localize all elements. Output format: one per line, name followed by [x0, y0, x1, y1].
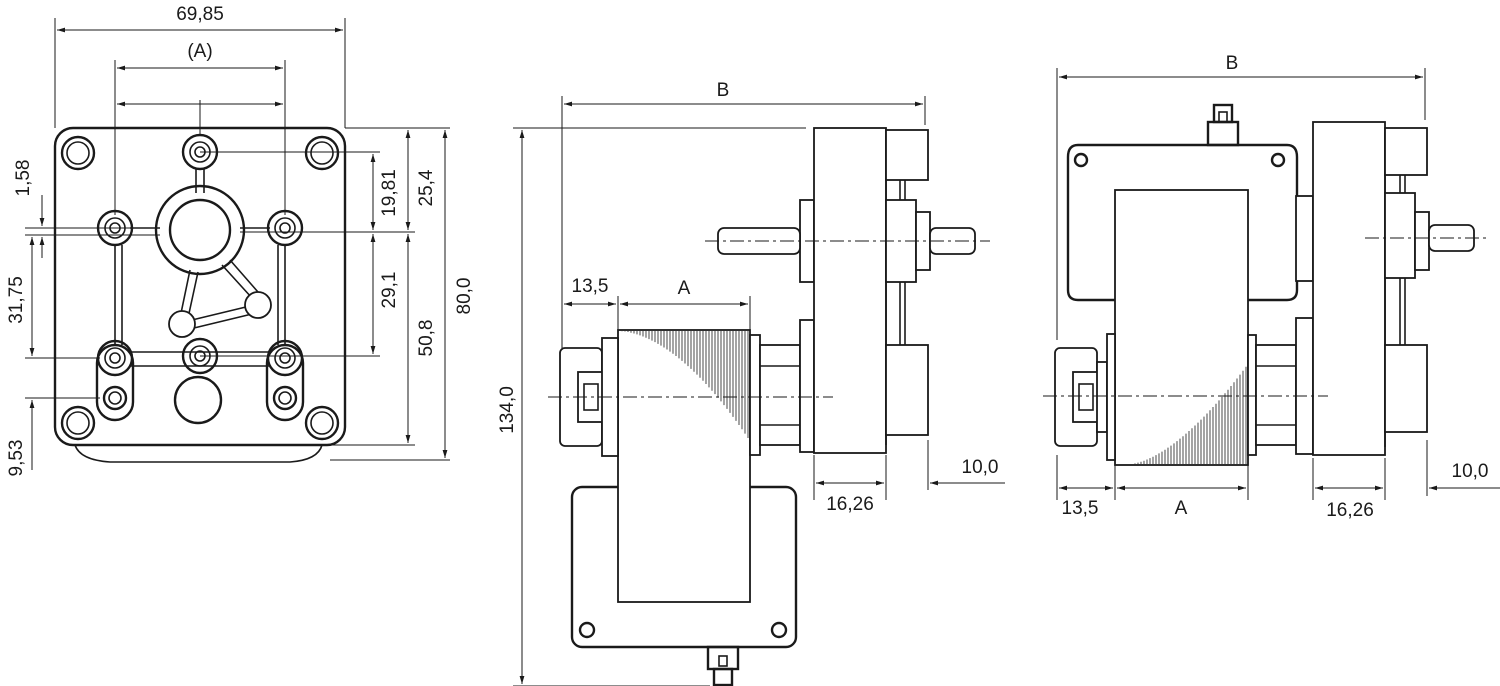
top-bracket [1066, 143, 1299, 302]
side-dim-height: 134,0 [497, 386, 518, 434]
front-view: 69,85 (A) 1,58 31,75 9,53 19,81 25,4 29,… [6, 4, 475, 476]
top-dim-length: B [1226, 53, 1239, 74]
side-dim-gear: 16,26 [826, 494, 874, 515]
side-coil-hatch [621, 331, 749, 439]
side-dim-offset: 13,5 [572, 276, 609, 297]
top-view: B 13,5 A 16,26 10,0 [1043, 53, 1500, 521]
top-coil [1114, 189, 1249, 466]
top-dim-shaft: 10,0 [1452, 461, 1489, 482]
top-dim-gear: 16,26 [1326, 500, 1374, 521]
dim-right-4: 50,8 [416, 320, 437, 357]
dim-right-2: 25,4 [416, 169, 437, 206]
front-dimension-lines [25, 18, 450, 470]
dim-right-1: 19,81 [379, 169, 400, 217]
dim-right-3: 29,1 [379, 272, 400, 309]
side-dim-shaft: 10,0 [962, 457, 999, 478]
side-gearbox [813, 127, 887, 454]
dim-left-3: 9,53 [6, 440, 27, 477]
dim-left-1: 1,58 [13, 160, 34, 197]
front-plate-lip [74, 444, 323, 463]
dim-overall-width: 69,85 [176, 4, 224, 25]
dim-hole-spacing: (A) [187, 41, 212, 62]
gear-frame [95, 133, 305, 425]
front-plate [53, 126, 347, 447]
top-gearbox [1312, 121, 1386, 456]
top-dim-offset: 13,5 [1062, 498, 1099, 519]
dim-left-2: 31,75 [6, 276, 27, 324]
top-dim-coil: A [1175, 498, 1188, 519]
side-coil [617, 329, 751, 603]
side-dim-coil: A [678, 278, 691, 299]
side-dim-length: B [717, 80, 730, 101]
side-view: B 134,0 13,5 A 16,26 10,0 [497, 80, 1005, 686]
dim-right-5: 80,0 [454, 278, 475, 315]
corner-holes [60, 135, 340, 441]
top-coil-hatch [1134, 366, 1247, 464]
